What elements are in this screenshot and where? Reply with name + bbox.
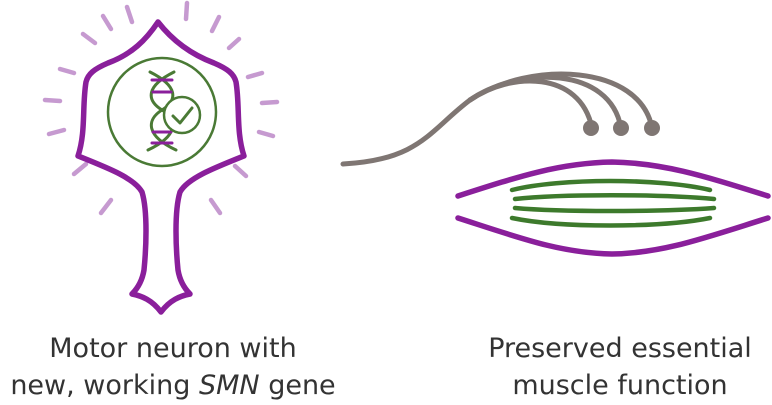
muscle-caption-line2: muscle function [512,370,728,401]
dna-helix-icon [146,70,178,152]
axon-connection [340,71,655,167]
smn-gene-therapy-diagram [42,0,771,315]
muscle-caption-line1: Preserved essential [488,333,752,364]
gene-name: SMN [198,370,260,401]
neuron-caption-line2-prefix: new, working [10,370,199,401]
motor-neuron-icon [75,19,247,315]
muscle-fiber-icon [455,159,771,257]
muscle-caption: Preserved essential muscle function [470,330,770,404]
checkmark-icon [162,95,202,135]
nerve-terminals [583,120,660,136]
neuron-caption-line2-suffix: gene [259,370,336,401]
neuron-caption-line1: Motor neuron with [49,333,297,364]
glow-rays [42,0,280,216]
neuron-caption: Motor neuron with new, working SMN gene [0,330,346,404]
nucleus-circle [106,56,218,168]
